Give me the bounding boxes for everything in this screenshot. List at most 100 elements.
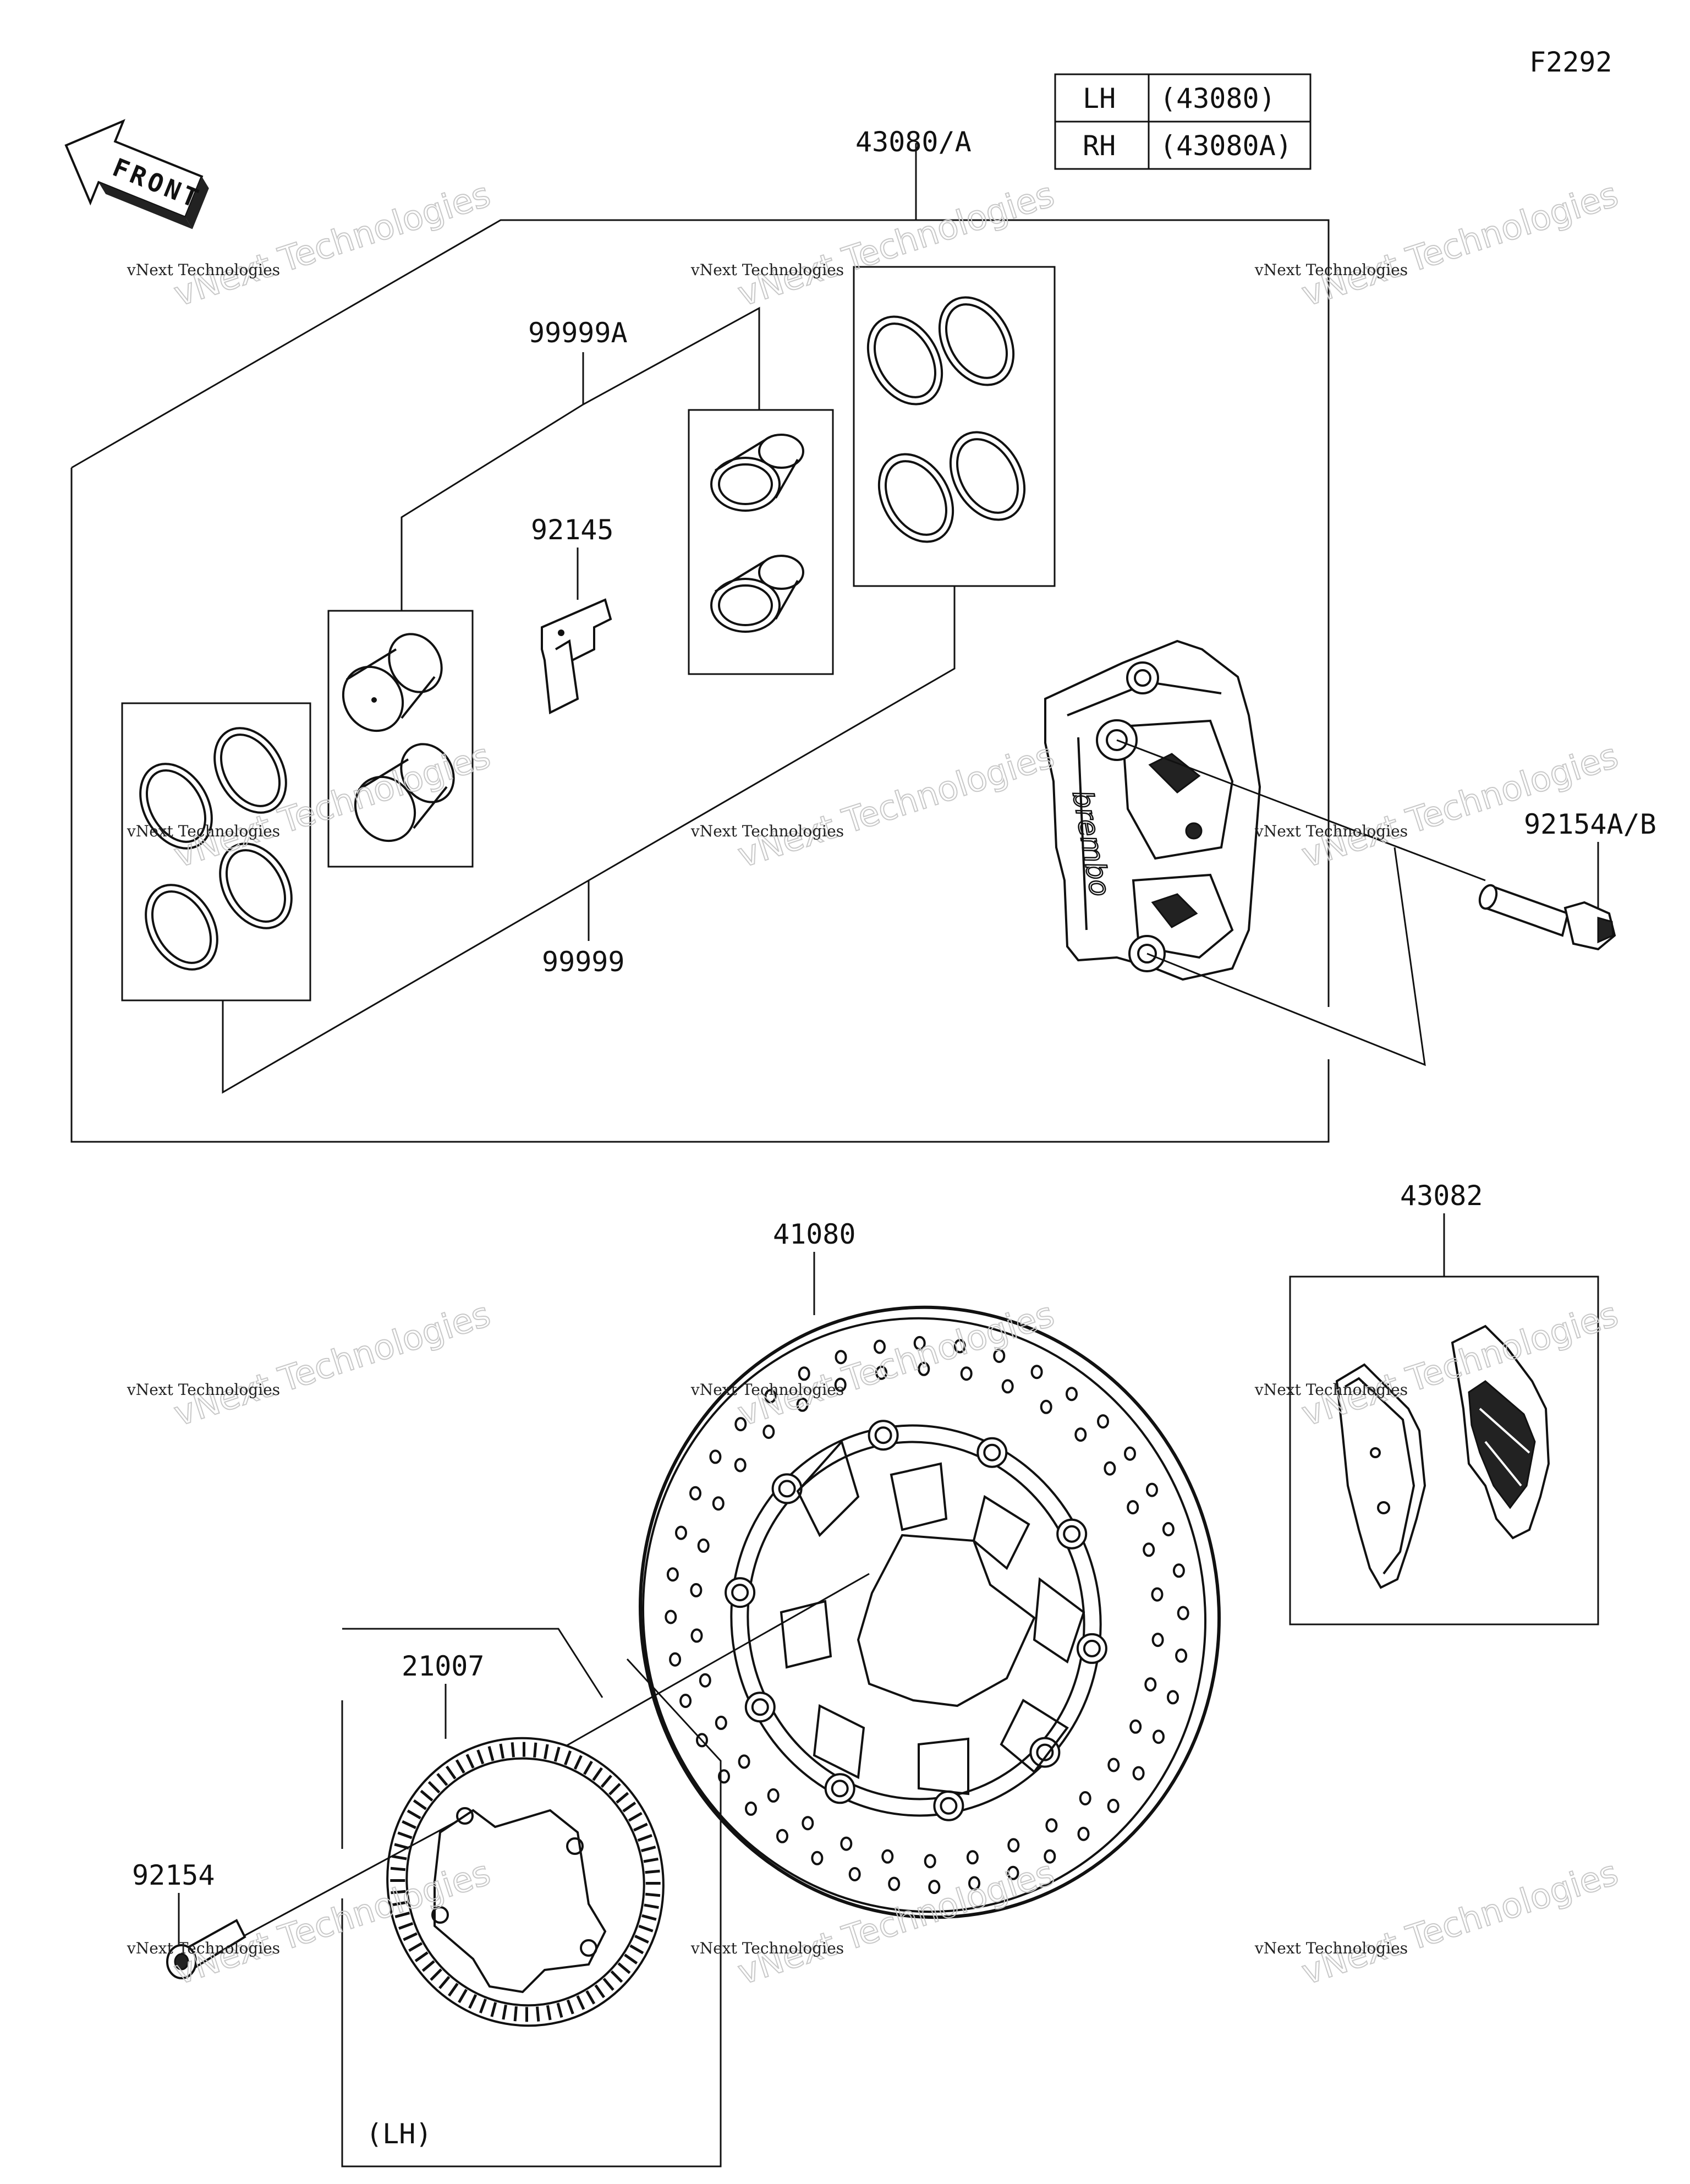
rotor-tooth — [408, 1942, 423, 1952]
disc-hole — [1044, 1849, 1056, 1864]
piston-icon — [710, 555, 804, 633]
disc-hole — [928, 1880, 941, 1895]
rotor-tooth — [499, 1743, 505, 1759]
disc-rivet — [778, 1480, 796, 1498]
disc-hole — [1175, 1648, 1188, 1663]
table-part-rh: (43080A) — [1160, 130, 1292, 162]
disc-hole — [1007, 1838, 1020, 1853]
callout-43082: 43082 — [1400, 1180, 1483, 1212]
figure-id: F2292 — [1529, 46, 1612, 78]
watermark-small: vNext Technologies — [690, 1381, 844, 1399]
brake-pad-icon — [1335, 1363, 1426, 1589]
rotor-teeth — [390, 1742, 661, 2022]
watermark-small: vNext Technologies — [690, 822, 844, 840]
rotor-tooth — [390, 1866, 406, 1871]
disc-hole — [1129, 1719, 1142, 1734]
watermark-small: vNext Technologies — [127, 261, 280, 279]
rotor-tooth — [392, 1901, 408, 1907]
disc-hole — [1177, 1606, 1189, 1621]
rotor-tooth — [616, 1792, 629, 1804]
disc-hole — [1079, 1791, 1091, 1805]
rotor-tooth — [608, 1783, 621, 1796]
rotor-tooth — [573, 1755, 583, 1770]
disc-hole — [690, 1583, 703, 1597]
disc-hole — [767, 1788, 780, 1803]
disc-hole — [1107, 1798, 1120, 1813]
callout-41080: 41080 — [773, 1218, 856, 1250]
disc-hole — [696, 1733, 708, 1748]
rotor-tooth — [553, 1747, 561, 1762]
callout-lh-note: (LH) — [366, 2118, 432, 2150]
watermark-large: vNext Technologies — [733, 174, 1058, 314]
rotor-tooth — [544, 1744, 549, 1760]
disc-hole — [712, 1496, 725, 1511]
watermark-large: vNext Technologies — [733, 735, 1058, 875]
disc-hole — [709, 1449, 722, 1464]
rotor-tooth — [600, 1775, 612, 1788]
disc-hole — [1144, 1677, 1157, 1692]
rotor-tooth — [421, 1960, 435, 1972]
disc-hole — [835, 1350, 847, 1365]
disc-hole — [1001, 1379, 1014, 1394]
rotor-tooth — [403, 1932, 418, 1941]
watermark-large: vNext Technologies — [169, 735, 495, 875]
disc-hole — [675, 1525, 687, 1540]
disc-rivet — [725, 1577, 756, 1608]
watermark-large: vNext Technologies — [1297, 1852, 1622, 1993]
disc-hole — [1132, 1766, 1145, 1781]
disc-rivet — [976, 1437, 1008, 1468]
disc-hole — [776, 1829, 788, 1843]
table-side-lh: LH — [1083, 83, 1116, 114]
disc-hole — [1030, 1365, 1043, 1380]
rotor-tooth — [592, 1767, 603, 1781]
rotor-tooth — [640, 1846, 656, 1853]
disc-hole — [1153, 1729, 1165, 1744]
rotor-tooth — [610, 1970, 623, 1983]
callout-21007: 21007 — [402, 1650, 485, 1682]
rotor-tooth — [476, 1749, 485, 1765]
disc-rivet — [1083, 1639, 1101, 1657]
rotor-tooth — [634, 1935, 649, 1944]
rotor-tooth — [458, 1989, 468, 2004]
rotor-tooth — [420, 1789, 434, 1802]
disc-hole — [764, 1389, 777, 1404]
disc-hole — [1074, 1427, 1087, 1442]
rotor-tooth — [637, 1834, 652, 1842]
callout-92154: 92154 — [132, 1859, 215, 1891]
disc-rivet — [874, 1426, 892, 1444]
disc-hole — [960, 1366, 973, 1381]
rotor-tooth — [414, 1951, 429, 1962]
disc-hole — [697, 1538, 710, 1553]
disc-hole — [1045, 1818, 1058, 1833]
seal-kit-box-upper — [853, 266, 1056, 587]
disc-rivet — [868, 1420, 899, 1451]
disc-hole — [1097, 1414, 1109, 1429]
disc-hole — [689, 1486, 701, 1501]
caliper-assembly-frame — [70, 143, 1330, 1143]
rotor-tooth — [629, 1944, 644, 1955]
disc-hole — [1143, 1542, 1155, 1557]
rotor-tooth — [391, 1890, 406, 1895]
rotor-tooth — [533, 1742, 537, 1758]
watermark-large: vNext Technologies — [1297, 174, 1622, 314]
rotor-tooth — [448, 1983, 459, 1997]
disc-hole — [699, 1673, 711, 1688]
disc-hole — [798, 1366, 810, 1381]
disc-spoke-cutouts — [780, 1439, 1085, 1796]
rotor-tooth — [628, 1811, 643, 1822]
table-part-lh: (43080) — [1160, 83, 1276, 114]
disc-rivet — [831, 1780, 849, 1798]
caliper-bolt-icon — [1478, 884, 1616, 951]
pad-spring-icon — [541, 598, 612, 715]
rotor-tooth — [398, 1922, 414, 1930]
disc-hole — [888, 1876, 901, 1891]
disc-hole — [762, 1425, 775, 1439]
rotor-tooth — [644, 1903, 659, 1909]
watermark-small: vNext Technologies — [127, 822, 280, 840]
rotor-tooth — [536, 2006, 540, 2022]
disc-hole — [1007, 1865, 1019, 1880]
watermark-large: vNext Technologies — [1297, 1294, 1622, 1434]
rotor-tooth — [594, 1984, 606, 1999]
rotor-tooth — [407, 1809, 421, 1820]
callout-43080: 43080/A — [855, 126, 972, 158]
